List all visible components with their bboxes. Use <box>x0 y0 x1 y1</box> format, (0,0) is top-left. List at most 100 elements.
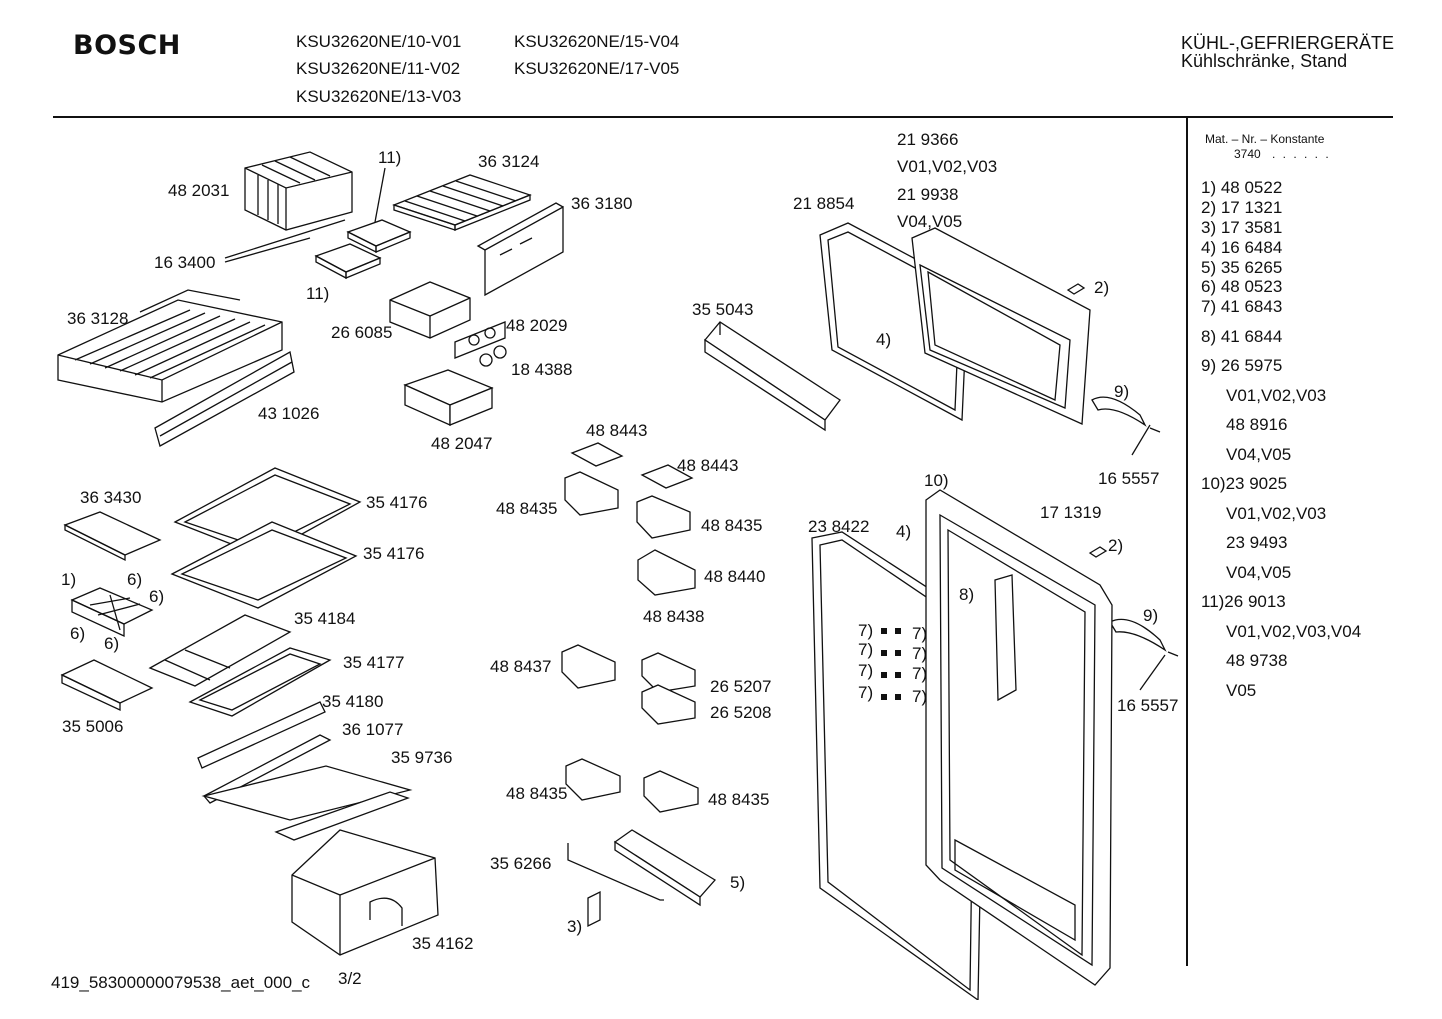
shelf-frame-part <box>148 614 292 687</box>
part-label: 4) <box>876 330 892 349</box>
model-number: KSU32620NE/10-V01 <box>296 32 462 51</box>
door-shelf-part <box>704 321 841 432</box>
sidebar-entry: 7) 41 6843 <box>1201 297 1283 316</box>
part-label: 48 8437 <box>490 657 552 676</box>
part-label: 48 8435 <box>701 516 763 535</box>
model-number: KSU32620NE/11-V02 <box>296 59 461 78</box>
sidebar-entry: 5) 35 6265 <box>1201 258 1283 277</box>
part-label: 7) <box>912 687 928 706</box>
main-door-part <box>925 489 1113 986</box>
shelf-strip-part <box>197 701 413 821</box>
part-label: 10) <box>924 471 949 490</box>
sidebar-entry: 4) 16 6484 <box>1201 238 1283 257</box>
sidebar-entry: V04,V05 <box>1226 445 1292 464</box>
part-label: 11) <box>306 284 330 303</box>
exploded-parts-drawing <box>57 151 1179 1000</box>
freezer-drawer-part <box>57 289 283 403</box>
part-label: 6) <box>104 634 120 653</box>
ice-tray-part <box>314 219 412 280</box>
part-label: 7) <box>858 640 874 659</box>
part-label: 21 8854 <box>793 194 855 213</box>
sidebar-entry: 48 8916 <box>1226 415 1288 434</box>
part-label: 7) <box>858 661 874 680</box>
part-label: 35 4177 <box>343 653 405 672</box>
part-label: 35 4176 <box>363 544 425 563</box>
control-housing-part <box>389 281 507 367</box>
model-number: KSU32620NE/13-V03 <box>296 87 462 106</box>
front-strip-part <box>154 350 295 447</box>
part-label: 4) <box>896 522 912 541</box>
part-label: 21 9366 <box>897 130 959 149</box>
sidebar-entry: 6) 48 0523 <box>1201 277 1283 296</box>
brand-logo: BOSCH <box>73 30 181 61</box>
door-handle-part <box>1091 396 1167 652</box>
part-label: 26 5208 <box>710 703 772 722</box>
part-label: 48 8435 <box>708 790 770 809</box>
part-label: 48 2031 <box>168 181 230 200</box>
part-label: 7) <box>912 664 928 683</box>
part-label: 43 1026 <box>258 404 320 423</box>
sidebar-entry: V01,V02,V03,V04 <box>1226 622 1362 641</box>
sidebar-entry: V01,V02,V03 <box>1226 504 1327 523</box>
egg-holder-part <box>570 442 694 489</box>
door-bin-part <box>561 471 717 907</box>
grid-shelf-part <box>392 174 532 231</box>
page-number: 3/2 <box>338 969 362 988</box>
part-label: 48 8435 <box>506 784 568 803</box>
part-label: 35 6266 <box>490 854 552 873</box>
part-label: 7) <box>912 644 928 663</box>
clip-markers <box>881 628 901 700</box>
part-label: 11) <box>378 148 402 167</box>
part-label: 35 4184 <box>294 609 356 628</box>
freezer-door-part <box>911 227 1091 425</box>
small-shelf-part <box>63 511 162 562</box>
sidebar-entry: 48 9738 <box>1226 651 1288 670</box>
part-label: 7) <box>858 621 874 640</box>
document-id: 419_58300000079538_aet_000_c <box>51 973 311 992</box>
part-label: 36 3124 <box>478 152 540 171</box>
sidebar-divider <box>1186 118 1188 966</box>
sidebar-entry: 9) 26 5975 <box>1201 356 1283 375</box>
freezer-grille-part <box>244 151 353 231</box>
part-label: 2) <box>1094 278 1110 297</box>
category-subtitle: Kühlschränke, Stand <box>1181 51 1348 71</box>
part-label: 16 5557 <box>1117 696 1179 715</box>
cover-panel-part <box>476 202 564 297</box>
sidebar-title: Mat. – Nr. – Konstante <box>1205 132 1325 146</box>
part-label: 48 2047 <box>431 434 493 453</box>
sidebar-entry: 8) 41 6844 <box>1201 327 1283 346</box>
part-label: 18 4388 <box>511 360 573 379</box>
part-label: 35 4176 <box>366 493 428 512</box>
sidebar-entry: V05 <box>1226 681 1257 700</box>
sidebar-code: 3740 <box>1234 147 1261 161</box>
part-label: 6) <box>70 624 86 643</box>
part-label: 16 5557 <box>1098 469 1160 488</box>
part-label: 48 8443 <box>677 456 739 475</box>
part-label: 9) <box>1114 382 1130 401</box>
sidebar-entry: 10)23 9025 <box>1201 474 1288 493</box>
part-label: 35 4180 <box>322 692 384 711</box>
part-label: 6) <box>149 587 165 606</box>
part-label: 48 8435 <box>496 499 558 518</box>
part-label: 48 8440 <box>704 567 766 586</box>
part-label: 35 4162 <box>412 934 474 953</box>
glass-shelf-part <box>170 467 362 609</box>
sidebar-entry: V04,V05 <box>1226 563 1292 582</box>
sidebar-dots: . . . . . . <box>1272 147 1331 161</box>
part-label: 9) <box>1143 606 1159 625</box>
category-title: KÜHL-,GEFRIERGERÄTE <box>1181 33 1395 53</box>
crisper-cover-part <box>274 791 410 841</box>
sidebar-entry: V01,V02,V03 <box>1226 386 1327 405</box>
part-label: 16 3400 <box>154 253 216 272</box>
part-label: 36 1077 <box>342 720 404 739</box>
small-tray-part <box>403 369 494 427</box>
part-label: 48 2029 <box>506 316 568 335</box>
part-label: 35 9736 <box>391 748 453 767</box>
part-label: 8) <box>959 585 975 604</box>
sidebar-entry: 23 9493 <box>1226 533 1288 552</box>
part-label: 5) <box>730 873 746 892</box>
part-label: 26 5207 <box>710 677 772 696</box>
part-label: 35 5006 <box>62 717 124 736</box>
part-label: 6) <box>127 570 143 589</box>
part-label: 48 8438 <box>643 607 705 626</box>
